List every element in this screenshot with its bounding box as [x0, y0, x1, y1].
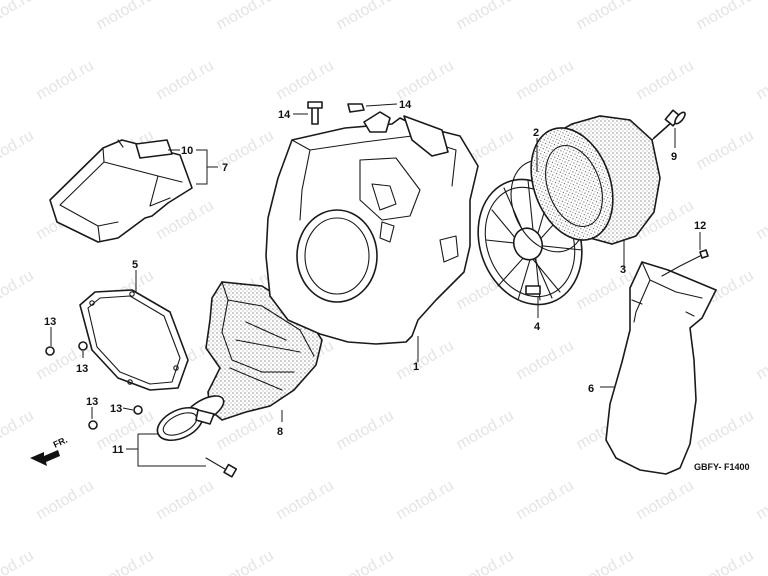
- watermark-text: motod.ru: [694, 0, 757, 33]
- watermark-text: motod.ru: [514, 337, 577, 383]
- part-5-gasket: [79, 289, 189, 391]
- callout-9: 9: [671, 151, 677, 163]
- watermark-text: motod.ru: [634, 477, 697, 523]
- callout-3: 3: [620, 264, 626, 276]
- watermark-text: motod.ru: [274, 57, 337, 103]
- screw-12: [699, 249, 709, 259]
- watermark-text: motod.ru: [514, 477, 577, 523]
- watermark-text: motod.ru: [0, 407, 37, 453]
- part-9-bolt: [651, 109, 686, 141]
- watermark-text: motod.ru: [754, 57, 768, 103]
- watermark-text: motod.ru: [574, 267, 637, 313]
- callout-13-b: 13: [76, 363, 88, 375]
- watermark-text: motod.ru: [394, 477, 457, 523]
- callout-13-c: 13: [86, 396, 98, 408]
- watermark-text: motod.ru: [454, 407, 517, 453]
- callout-14-b: 14: [399, 99, 412, 111]
- watermark-text: motod.ru: [694, 407, 757, 453]
- nut-13-c: [133, 405, 143, 415]
- part-7-tray: [49, 139, 193, 243]
- callout-5: 5: [132, 259, 138, 271]
- part-3-foam-element: [530, 115, 661, 245]
- nut-13-d: [88, 420, 98, 430]
- watermark-text: motod.ru: [0, 0, 37, 33]
- callout-14-a: 14: [278, 109, 291, 121]
- part-10-label-plate: [135, 139, 173, 159]
- watermark-text: motod.ru: [34, 477, 97, 523]
- callout-8: 8: [277, 426, 283, 438]
- callout-13-a: 13: [44, 316, 56, 328]
- watermark-text: motod.ru: [0, 547, 37, 576]
- watermark-text: motod.ru: [694, 127, 757, 173]
- watermark-text: motod.ru: [394, 57, 457, 103]
- watermark-text: motod.ru: [0, 127, 37, 173]
- callout-12: 12: [694, 220, 706, 232]
- callout-11: 11: [112, 444, 124, 456]
- watermark-text: motod.ru: [0, 267, 37, 313]
- watermark-text: motod.ru: [394, 337, 457, 383]
- watermark-text: motod.ru: [634, 57, 697, 103]
- front-direction-arrow: FR.: [30, 435, 69, 466]
- callout-10: 10: [181, 145, 193, 157]
- callout-1: 1: [413, 361, 419, 373]
- watermark-text: motod.ru: [514, 57, 577, 103]
- nut-13-b: [78, 341, 88, 351]
- watermark-text: motod.ru: [454, 0, 517, 33]
- watermark-text: motod.ru: [694, 547, 757, 576]
- leader-lines: [50, 103, 701, 467]
- watermark-text: motod.ru: [454, 547, 517, 576]
- watermark-text: motod.ru: [334, 0, 397, 33]
- watermark-text: motod.ru: [94, 0, 157, 33]
- nut-13-a: [45, 346, 55, 356]
- watermark-text: motod.ru: [94, 547, 157, 576]
- part-11-band-clamp: [156, 406, 238, 478]
- watermark-text: motod.ru: [34, 57, 97, 103]
- callout-2: 2: [533, 127, 539, 139]
- watermark-text: motod.ru: [274, 477, 337, 523]
- hardware-nuts-bolts: [45, 101, 709, 430]
- watermark-text: motod.ru: [754, 477, 768, 523]
- watermark-text: motod.ru: [94, 407, 157, 453]
- callout-7: 7: [222, 162, 228, 174]
- watermark-text: motod.ru: [754, 337, 768, 383]
- bolt-14-right: [347, 103, 365, 113]
- callout-labels: 1 2 3 4 5 6 7 8 9 10 11 12 13 13 13 13 1…: [44, 99, 706, 456]
- part-6-mud-guard: [605, 261, 717, 475]
- callout-6: 6: [588, 383, 594, 395]
- watermark-text: motod.ru: [574, 0, 637, 33]
- watermark-text: motod.ru: [334, 547, 397, 576]
- watermark-text: motod.ru: [154, 57, 217, 103]
- watermark-text: motod.ru: [574, 547, 637, 576]
- callout-4: 4: [534, 321, 541, 333]
- callout-13-d: 13: [110, 403, 122, 415]
- watermark-text: motod.ru: [214, 547, 277, 576]
- drawing-code: GBFY- F1400: [694, 462, 750, 472]
- watermark-text: motod.ru: [214, 0, 277, 33]
- front-marker-label: FR.: [52, 435, 69, 450]
- watermark-text: motod.ru: [154, 477, 217, 523]
- part-1-air-cleaner-case: [265, 111, 479, 345]
- watermark-text: motod.ru: [334, 407, 397, 453]
- watermark-text: motod.ru: [754, 197, 768, 243]
